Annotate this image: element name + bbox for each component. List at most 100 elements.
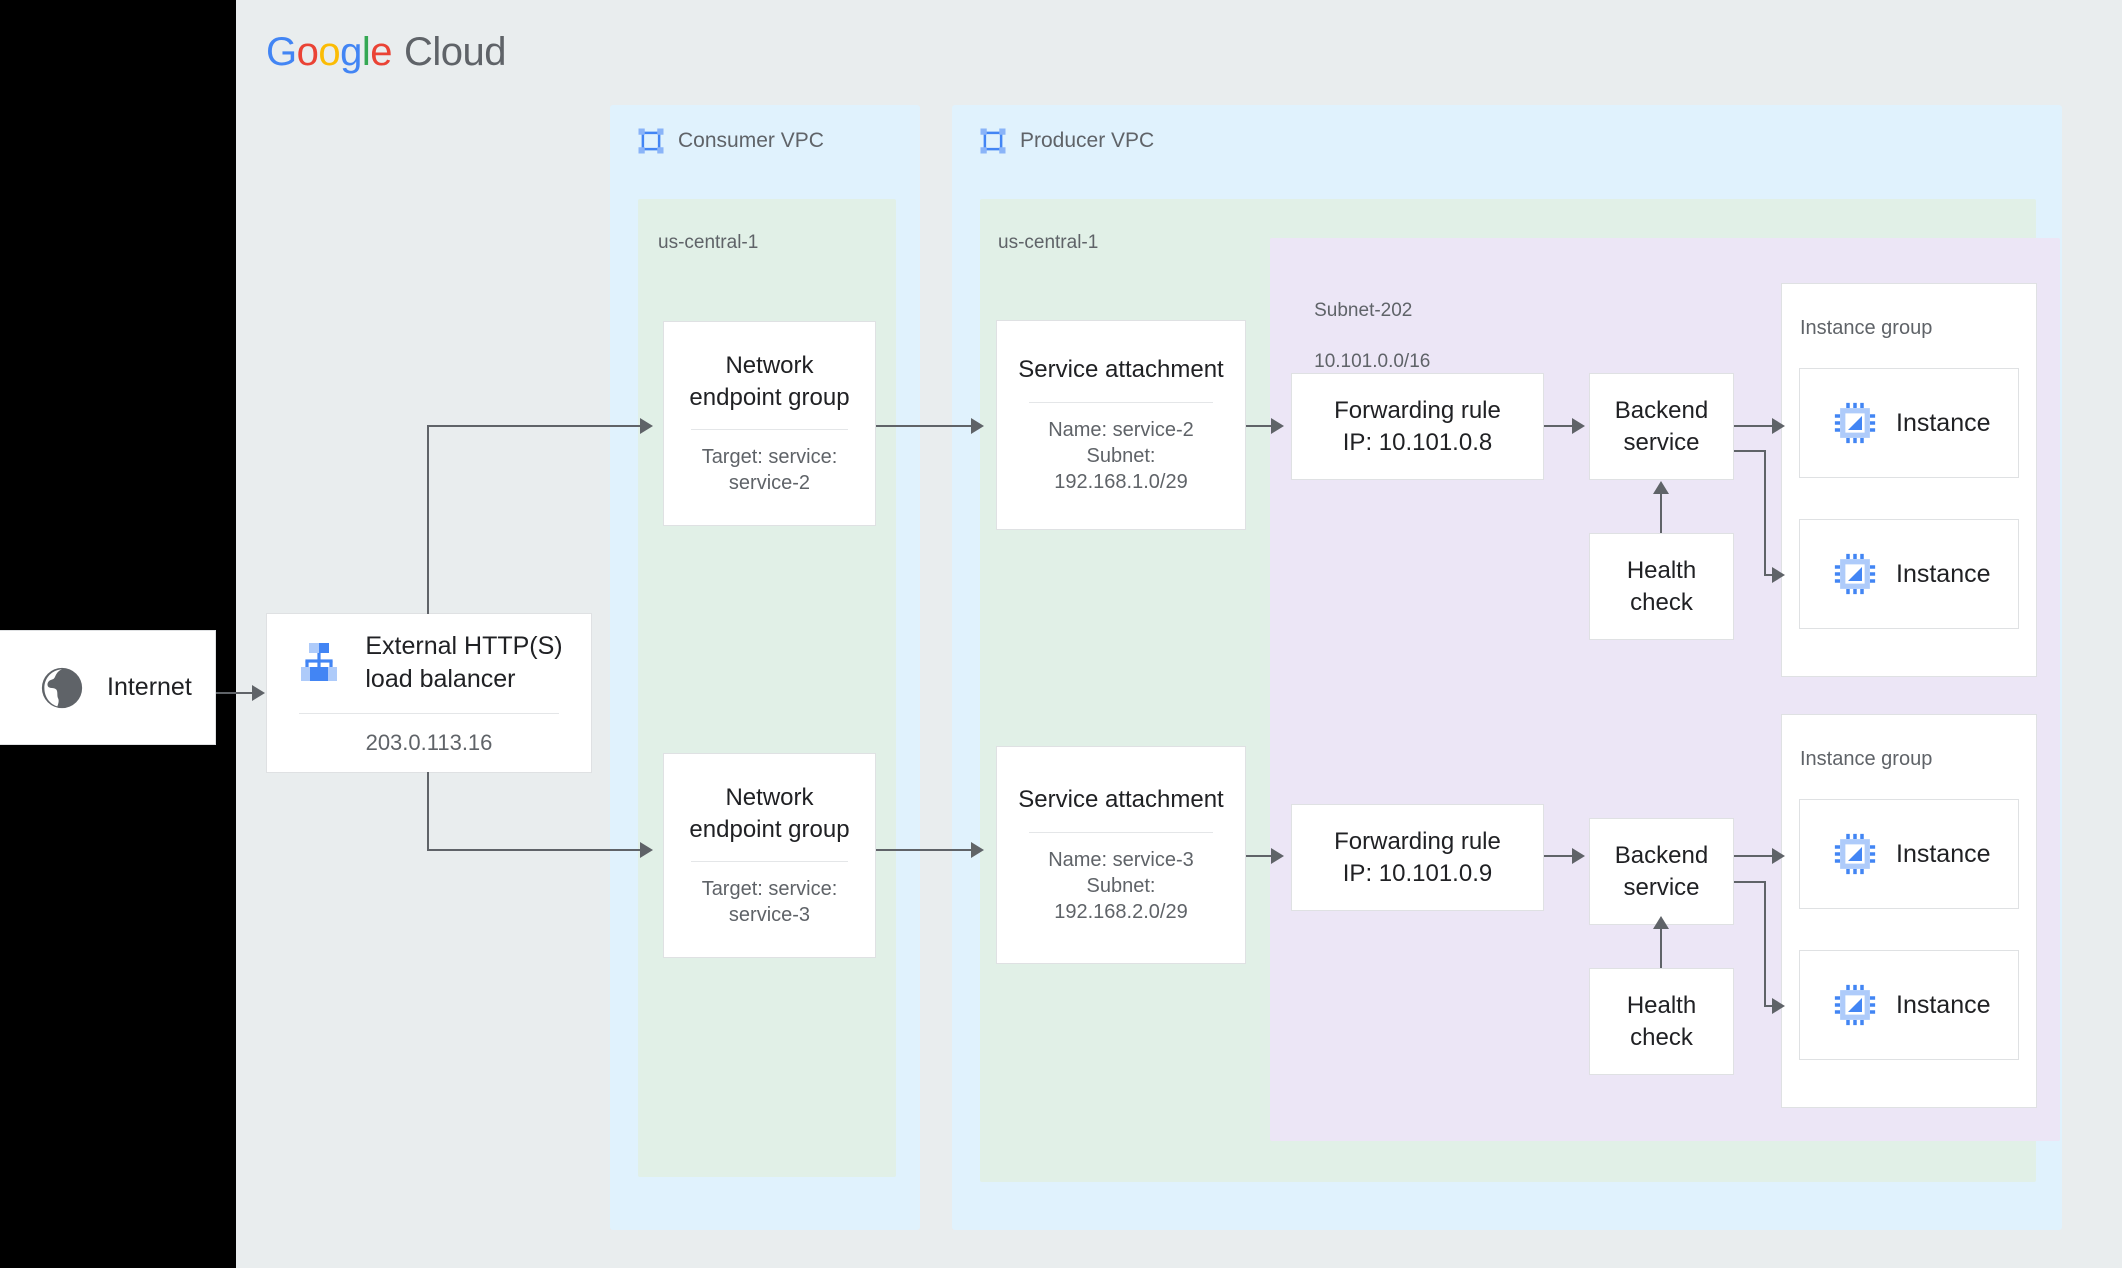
- connector-bs1-to-instance11: [1734, 425, 1772, 427]
- instance-2-1[interactable]: Instance: [1799, 799, 2019, 909]
- neg-2-divider: [691, 860, 848, 862]
- producer-vpc-header: Producer VPC: [978, 126, 1154, 156]
- forwarding-rule-1[interactable]: Forwarding rule IP: 10.101.0.8: [1291, 373, 1544, 480]
- connector-lb-to-neg2-horizontal: [427, 849, 640, 851]
- sa-2-subnet-cidr: 192.168.2.0/29: [1054, 901, 1188, 924]
- connector-neg2-to-sa2: [876, 849, 971, 851]
- connector-lb-to-neg1-horizontal: [427, 425, 640, 427]
- neg-1-sub-line2: service-2: [728, 472, 811, 495]
- instance-1-1[interactable]: Instance: [1799, 368, 2019, 478]
- logo-letter-o2: o: [318, 30, 341, 74]
- sa-1-subtitle: Name: service-2 Subnet: 192.168.1.0/29: [1048, 417, 1194, 496]
- backend-service-1[interactable]: Backend service: [1589, 373, 1734, 480]
- logo-letter-g1: G: [266, 30, 297, 74]
- health-check-2[interactable]: Health check: [1589, 968, 1734, 1075]
- vpc-icon: [636, 126, 666, 156]
- globe-icon: [39, 665, 85, 711]
- instance-group-2-label: Instance group: [1800, 748, 1933, 770]
- load-balancer-divider: [299, 713, 559, 714]
- subnet-cidr: 10.101.0.0/16: [1314, 350, 1431, 372]
- neg-2-subtitle: Target: service: service-3: [702, 876, 838, 929]
- connector-internet-to-lb: [216, 692, 252, 694]
- fr-2-text: Forwarding rule IP: 10.101.0.9: [1334, 826, 1501, 888]
- neg-1-title-line2: endpoint group: [689, 383, 850, 411]
- fr-2-line1: Forwarding rule: [1334, 828, 1501, 856]
- connector-fr1-to-bs1: [1544, 425, 1572, 427]
- producer-vpc-label: Producer VPC: [1020, 129, 1155, 152]
- connector-neg1-to-sa1: [876, 425, 971, 427]
- connector-bs2-to-instance22-h2: [1764, 1005, 1772, 1007]
- neg-2-sub-line2: service-3: [728, 904, 811, 927]
- load-balancer-title: External HTTP(S) load balancer: [365, 630, 562, 695]
- arrowhead-bs2-to-instance22: [1772, 998, 1785, 1014]
- connector-bs1-to-instance12-v: [1764, 450, 1766, 576]
- subnet-name: Subnet-202: [1314, 299, 1413, 321]
- arrowhead-sa2-to-fr2: [1271, 848, 1284, 864]
- instance-2-1-label: Instance: [1896, 839, 1991, 868]
- sa-2-divider: [1029, 831, 1213, 833]
- instance-1-2[interactable]: Instance: [1799, 519, 2019, 629]
- sa-1-divider: [1029, 401, 1213, 403]
- neg-1-divider: [691, 428, 848, 430]
- forwarding-rule-2[interactable]: Forwarding rule IP: 10.101.0.9: [1291, 804, 1544, 911]
- neg-2-title-line2: endpoint group: [689, 815, 850, 843]
- sa-1-subnet-cidr: 192.168.1.0/29: [1054, 471, 1188, 494]
- instance-icon: [1834, 833, 1876, 875]
- hc-1-text: Health check: [1627, 555, 1696, 617]
- instance-icon: [1834, 553, 1876, 595]
- instance-2-2[interactable]: Instance: [1799, 950, 2019, 1060]
- backend-service-2[interactable]: Backend service: [1589, 818, 1734, 925]
- connector-fr2-to-bs2: [1544, 855, 1572, 857]
- hc-2-line2: check: [1630, 1023, 1693, 1051]
- bs-1-line2: service: [1623, 428, 1700, 456]
- sa-1-subnet-label: Subnet:: [1086, 444, 1156, 467]
- arrowhead-bs2-to-instance21: [1772, 848, 1785, 864]
- producer-region-label: us-central-1: [998, 232, 1099, 253]
- neg-2-title: Network endpoint group: [689, 782, 849, 844]
- fr-1-text: Forwarding rule IP: 10.101.0.8: [1334, 395, 1501, 457]
- sa-2-subnet-label: Subnet:: [1086, 874, 1156, 897]
- network-endpoint-group-1[interactable]: Network endpoint group Target: service: …: [663, 321, 876, 526]
- hc-1-line1: Health: [1626, 557, 1697, 585]
- logo-letter-l: l: [361, 30, 371, 74]
- connector-bs1-to-instance12-h2: [1764, 574, 1772, 576]
- load-balancer-node[interactable]: External HTTP(S) load balancer 203.0.113…: [266, 613, 592, 773]
- instance-icon: [1834, 402, 1876, 444]
- bs-1-line1: Backend: [1614, 397, 1709, 425]
- subnet-label: Subnet-202 10.101.0.0/16: [1293, 272, 1430, 400]
- neg-2-sub-line1: Target: service:: [701, 877, 838, 900]
- health-check-1[interactable]: Health check: [1589, 533, 1734, 640]
- arrowhead-neg2-to-sa2: [971, 842, 984, 858]
- arrowhead-bs1-to-instance11: [1772, 418, 1785, 434]
- sa-2-title: Service attachment: [1018, 786, 1224, 814]
- arrowhead-bs1-to-instance12: [1772, 567, 1785, 583]
- fr-1-line1: Forwarding rule: [1334, 397, 1501, 425]
- instance-1-1-label: Instance: [1896, 408, 1991, 437]
- arrowhead-sa1-to-fr1: [1271, 418, 1284, 434]
- neg-1-title-line1: Network: [725, 352, 814, 380]
- neg-2-title-line1: Network: [725, 784, 814, 812]
- sa-1-name: Name: service-2: [1048, 418, 1194, 441]
- service-attachment-1[interactable]: Service attachment Name: service-2 Subne…: [996, 320, 1246, 530]
- bs-1-text: Backend service: [1615, 395, 1708, 457]
- connector-lb-to-neg1-vertical: [427, 425, 429, 614]
- logo-letter-o1: o: [296, 30, 319, 74]
- network-endpoint-group-2[interactable]: Network endpoint group Target: service: …: [663, 753, 876, 958]
- sa-2-name: Name: service-3: [1048, 848, 1194, 871]
- connector-bs2-to-instance21: [1734, 855, 1772, 857]
- bs-2-line2: service: [1623, 873, 1700, 901]
- service-attachment-2[interactable]: Service attachment Name: service-3 Subne…: [996, 746, 1246, 964]
- connector-bs2-to-instance22-h1: [1734, 881, 1766, 883]
- instance-2-2-label: Instance: [1896, 990, 1991, 1019]
- hc-2-line1: Health: [1626, 992, 1697, 1020]
- internet-node[interactable]: Internet: [0, 630, 216, 745]
- instance-icon: [1834, 984, 1876, 1026]
- consumer-vpc-header: Consumer VPC: [636, 126, 824, 156]
- logo-cloud-word: Cloud: [404, 30, 507, 74]
- logo-letter-e: e: [370, 30, 393, 74]
- arrowhead-neg1-to-sa1: [971, 418, 984, 434]
- arrowhead-hc2-to-bs2: [1653, 916, 1669, 929]
- bs-2-line1: Backend: [1614, 842, 1709, 870]
